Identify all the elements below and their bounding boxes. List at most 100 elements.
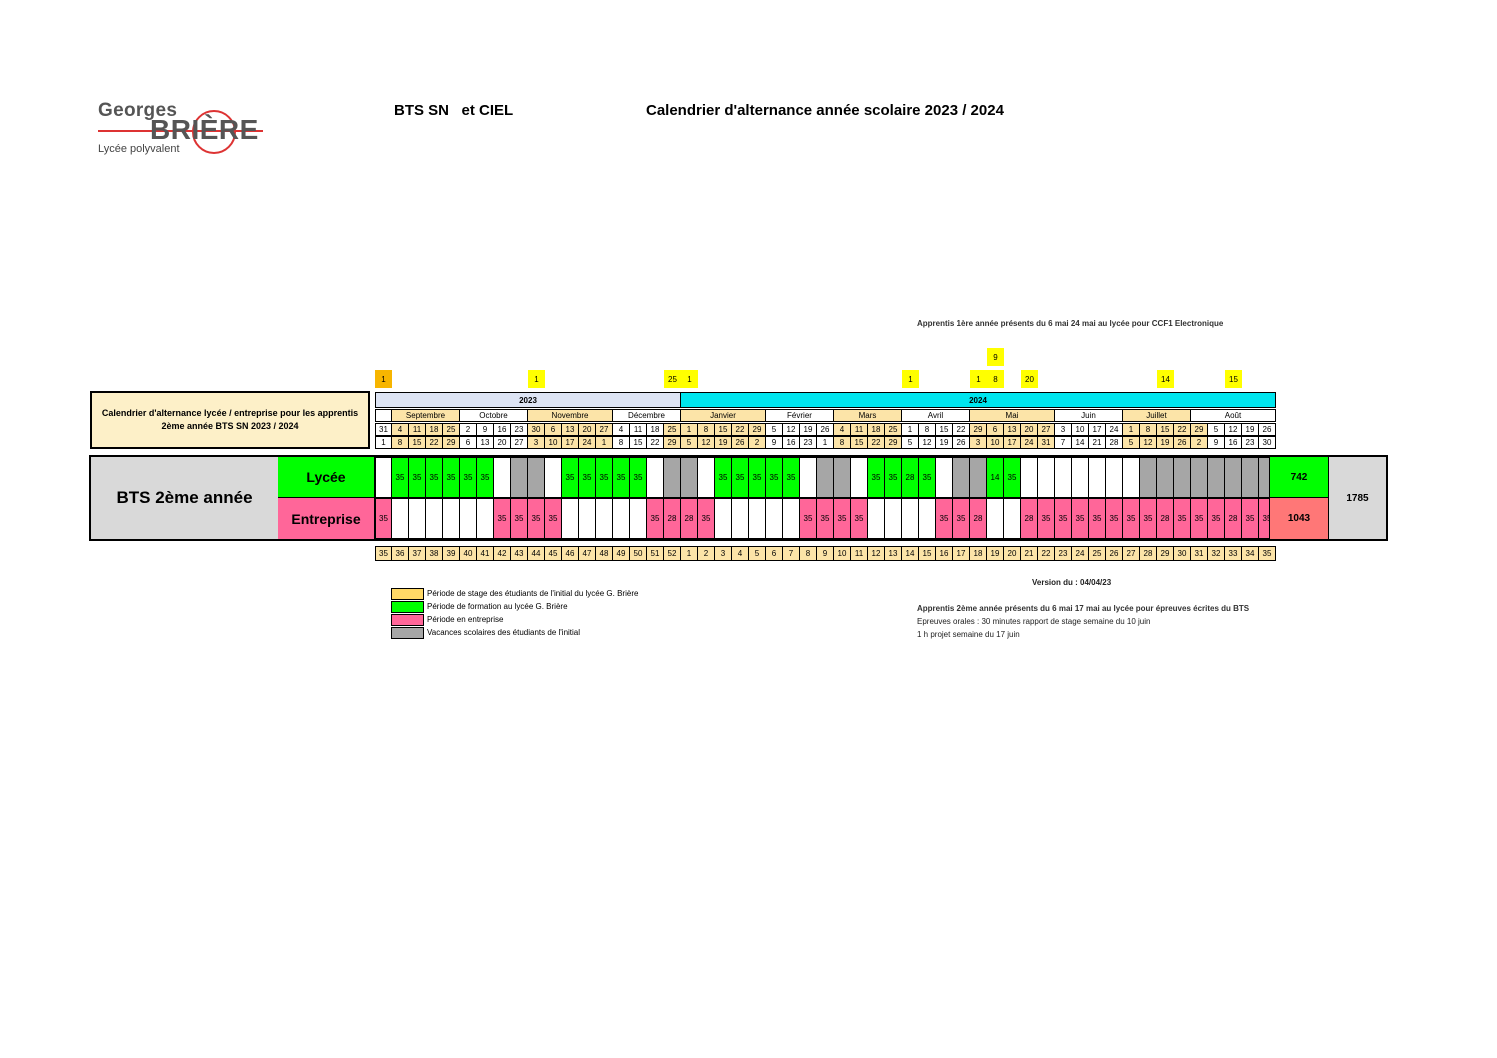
program-title: BTS SN et CIEL bbox=[394, 102, 514, 119]
week-number-cell: 51 bbox=[647, 546, 664, 561]
lycee-week-cell: 35 bbox=[426, 457, 443, 498]
lycee-week-cell bbox=[494, 457, 511, 498]
day-cell: 8 bbox=[1140, 423, 1157, 436]
day-cell: 5 bbox=[902, 436, 919, 449]
date-marker: 1 bbox=[970, 370, 987, 388]
week-number-cell: 46 bbox=[562, 546, 579, 561]
entreprise-week-cell bbox=[426, 498, 443, 539]
day-cell: 30 bbox=[528, 423, 545, 436]
lycee-week-cell bbox=[698, 457, 715, 498]
lycee-week-cell bbox=[817, 457, 834, 498]
day-cell: 23 bbox=[800, 436, 817, 449]
calendar-description: Calendrier d'alternance lycée / entrepri… bbox=[90, 391, 370, 449]
day-cell: 16 bbox=[494, 423, 511, 436]
day-cell: 19 bbox=[1157, 436, 1174, 449]
week-number-cell: 19 bbox=[987, 546, 1004, 561]
entreprise-week-cell: 35 bbox=[647, 498, 664, 539]
week-number-cell: 37 bbox=[409, 546, 426, 561]
entreprise-week-cell: 35 bbox=[528, 498, 545, 539]
day-cell: 22 bbox=[732, 423, 749, 436]
entreprise-week-cell bbox=[579, 498, 596, 539]
week-number-cell: 38 bbox=[426, 546, 443, 561]
week-number-cell: 15 bbox=[919, 546, 936, 561]
month-cell: Avril bbox=[902, 409, 970, 422]
entreprise-week-cell bbox=[868, 498, 885, 539]
day-cell: 6 bbox=[987, 423, 1004, 436]
lycee-week-cell bbox=[834, 457, 851, 498]
entreprise-week-cell bbox=[987, 498, 1004, 539]
day-cell: 1 bbox=[817, 436, 834, 449]
day-cell: 20 bbox=[494, 436, 511, 449]
note-oral-exam: Epreuves orales : 30 minutes rapport de … bbox=[917, 617, 1151, 626]
day-cell: 18 bbox=[426, 423, 443, 436]
week-number-cell: 14 bbox=[902, 546, 919, 561]
day-cell: 3 bbox=[528, 436, 545, 449]
lycee-week-cell: 35 bbox=[392, 457, 409, 498]
day-cell: 1 bbox=[596, 436, 613, 449]
week-number-cell: 49 bbox=[613, 546, 630, 561]
entreprise-week-cell: 35 bbox=[953, 498, 970, 539]
lycee-week-cell bbox=[1174, 457, 1191, 498]
entreprise-week-cell: 28 bbox=[970, 498, 987, 539]
day-cell: 9 bbox=[1208, 436, 1225, 449]
month-cell bbox=[375, 409, 392, 422]
lycee-week-cell: 35 bbox=[868, 457, 885, 498]
month-cell: Octobre bbox=[460, 409, 528, 422]
legend-swatch bbox=[391, 601, 424, 613]
day-cell: 8 bbox=[392, 436, 409, 449]
page-title: Calendrier d'alternance année scolaire 2… bbox=[646, 102, 1004, 119]
day-cell: 17 bbox=[1004, 436, 1021, 449]
lycee-week-cell: 35 bbox=[783, 457, 800, 498]
day-cell: 6 bbox=[545, 423, 562, 436]
day-cell: 1 bbox=[375, 436, 392, 449]
entreprise-week-cell bbox=[902, 498, 919, 539]
lycee-week-cell bbox=[1038, 457, 1055, 498]
day-cell: 26 bbox=[817, 423, 834, 436]
entreprise-week-cell: 28 bbox=[1157, 498, 1174, 539]
entreprise-week-cell bbox=[562, 498, 579, 539]
lycee-week-cell: 35 bbox=[715, 457, 732, 498]
day-cell: 13 bbox=[562, 423, 579, 436]
day-cell: 19 bbox=[715, 436, 732, 449]
day-cell: 29 bbox=[885, 436, 902, 449]
day-cell: 22 bbox=[1174, 423, 1191, 436]
week-number-cell: 24 bbox=[1072, 546, 1089, 561]
day-cell: 30 bbox=[1259, 436, 1276, 449]
day-cell: 4 bbox=[613, 423, 630, 436]
day-cell: 17 bbox=[562, 436, 579, 449]
day-cell: 29 bbox=[970, 423, 987, 436]
entreprise-total: 1043 bbox=[1269, 498, 1328, 539]
lycee-week-cell: 35 bbox=[596, 457, 613, 498]
day-cell: 10 bbox=[987, 436, 1004, 449]
week-number-cell: 35 bbox=[375, 546, 392, 561]
day-cell: 4 bbox=[392, 423, 409, 436]
day-cell: 29 bbox=[664, 436, 681, 449]
week-number-cell: 6 bbox=[766, 546, 783, 561]
lycee-week-cell bbox=[528, 457, 545, 498]
day-cell: 15 bbox=[936, 423, 953, 436]
day-cell: 9 bbox=[477, 423, 494, 436]
lycee-week-cell bbox=[664, 457, 681, 498]
day-cell: 8 bbox=[919, 423, 936, 436]
logo-line bbox=[98, 130, 263, 132]
week-number-cell: 8 bbox=[800, 546, 817, 561]
lycee-week-cell: 35 bbox=[579, 457, 596, 498]
week-number-cell: 33 bbox=[1225, 546, 1242, 561]
week-number-cell: 9 bbox=[817, 546, 834, 561]
day-cell: 5 bbox=[1123, 436, 1140, 449]
day-cell: 15 bbox=[409, 436, 426, 449]
day-cell: 10 bbox=[545, 436, 562, 449]
year-cell: 2024 bbox=[681, 392, 1276, 408]
week-number-cell: 29 bbox=[1157, 546, 1174, 561]
day-cell: 15 bbox=[851, 436, 868, 449]
day-cell: 29 bbox=[443, 436, 460, 449]
month-cell: Août bbox=[1191, 409, 1276, 422]
day-cell: 29 bbox=[1191, 423, 1208, 436]
lycee-week-cell bbox=[800, 457, 817, 498]
day-cell: 15 bbox=[1157, 423, 1174, 436]
week-number-cell: 27 bbox=[1123, 546, 1140, 561]
